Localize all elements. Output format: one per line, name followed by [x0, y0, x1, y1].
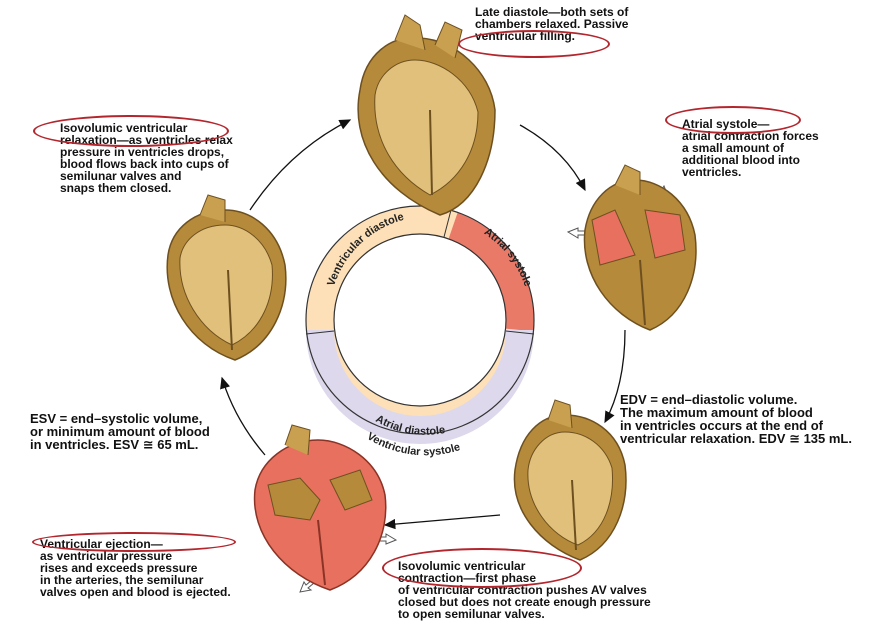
heart-ventricular-ejection — [253, 424, 387, 591]
highlight-isovolumic-relaxation — [33, 115, 229, 147]
heart-late-diastole — [357, 14, 496, 216]
arrow-relaxation-to-late-diastole — [249, 119, 352, 211]
edv-text: EDV = end–diastolic volume. The maximum … — [620, 392, 852, 446]
highlight-isovolumic-contraction — [382, 548, 582, 588]
ring-atrial-systole — [448, 212, 535, 332]
highlight-ventricular-ejection — [32, 532, 236, 552]
esv-text: ESV = end–systolic volume, or minimum am… — [30, 411, 210, 452]
arrow-contraction-to-ejection — [383, 514, 501, 530]
ring-ventricular-systole — [306, 329, 534, 444]
cycle-arrows — [220, 119, 626, 530]
arrow-atrial-systole-to-edv — [604, 329, 626, 424]
arrow-late-diastole-to-atrial-systole — [519, 124, 586, 192]
heart-isovolumic-contraction — [513, 399, 627, 561]
highlight-atrial-systole — [665, 106, 801, 134]
cycle-ring — [305, 205, 535, 444]
arrow-ejection-to-relaxation — [220, 376, 266, 456]
heart-atrial-systole — [583, 164, 697, 331]
heart-isovolumic-relaxation — [166, 194, 287, 361]
highlight-ventricular-filling — [458, 30, 610, 58]
